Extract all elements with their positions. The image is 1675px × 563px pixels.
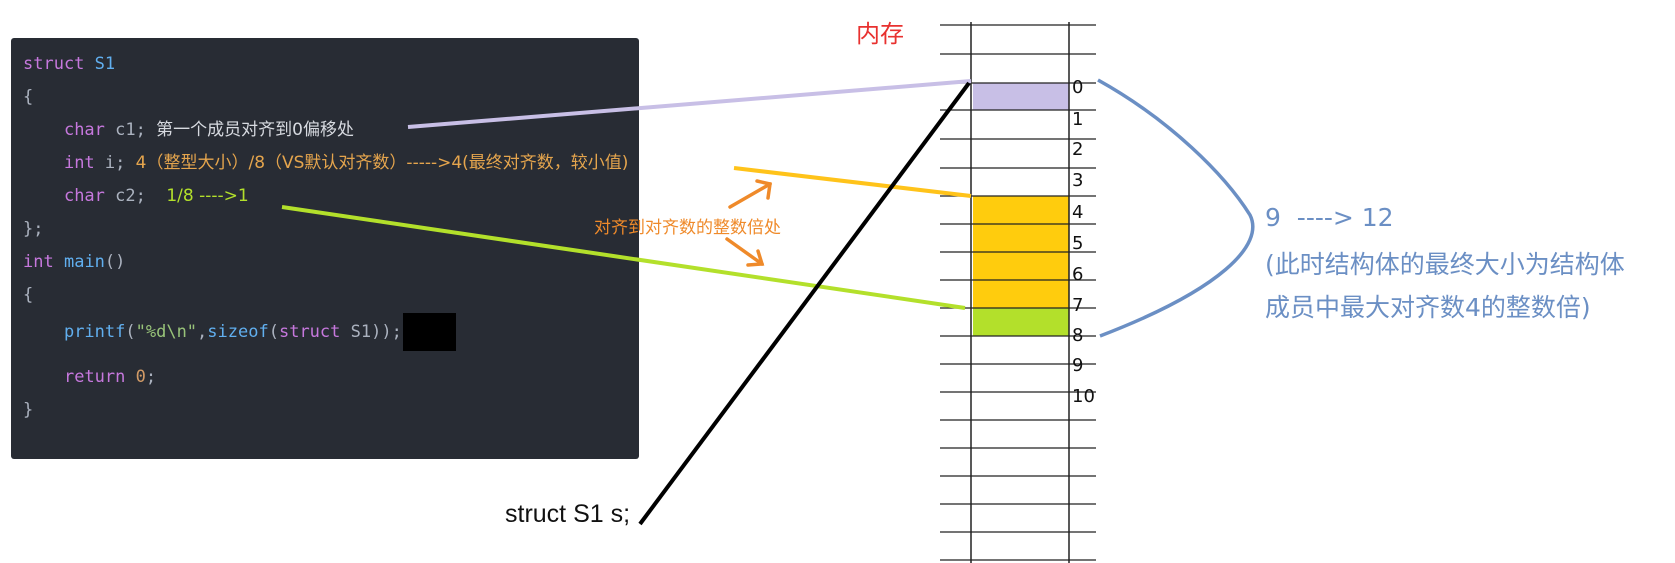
type-keyword: char [63, 186, 105, 206]
align-annotation: 对齐到对齐数的整数倍处 [594, 218, 781, 238]
c2-cell [973, 308, 1069, 336]
keyword: struct [23, 54, 85, 74]
address-label: 4 [1072, 202, 1084, 223]
code-line-i: int i; 4（整型大小）/8（VS默认对齐数）----->4(最终对齐数，较… [23, 148, 628, 178]
c1-note: 第一个成员对齐到0偏移处 [156, 120, 354, 140]
format-string: "%d\n" [135, 322, 198, 342]
member-decl: c1; [115, 120, 146, 140]
number: 0 [135, 367, 146, 387]
address-label: 6 [1072, 264, 1084, 285]
code-line-c1: char c1; 第一个成员对齐到0偏移处 [23, 115, 354, 145]
paren: ( [268, 322, 279, 342]
struct-pointer-line [638, 81, 971, 526]
member-decl: i; [104, 153, 126, 173]
c1-connector [407, 79, 972, 129]
code-line-open-brace-main: { [23, 285, 34, 305]
parens: () [104, 252, 126, 272]
summary-size: 9 ----> 12 [1265, 203, 1394, 232]
address-label: 0 [1072, 77, 1084, 98]
type-keyword: int [63, 153, 95, 173]
code-line-close-main: } [23, 400, 34, 420]
redaction-box [402, 313, 456, 351]
address-label: 2 [1072, 139, 1084, 160]
memory-title: 内存 [856, 20, 904, 48]
c2-note: 1/8 ---->1 [166, 186, 249, 206]
align-arrow-down [725, 237, 765, 267]
keyword: return [63, 367, 126, 387]
keyword: struct [278, 322, 341, 342]
member-decl: c2; [115, 186, 146, 206]
align-arrow-up [728, 179, 772, 209]
comma: , [197, 322, 208, 342]
summary-explanation-2: 成员中最大对齐数4的整数倍) [1265, 293, 1591, 322]
address-label: 9 [1072, 355, 1084, 376]
code-line-return: return 0; [23, 362, 156, 392]
code-line-printf: printf("%d\n",sizeof(struct S1)); [23, 313, 456, 351]
address-label: 1 [1072, 109, 1084, 130]
code-line-main: int main() [23, 247, 125, 277]
summary-explanation-1: (此时结构体的最终大小为结构体 [1265, 250, 1625, 279]
code-line-struct-decl: struct S1 [23, 49, 115, 79]
address-label: 10 [1072, 386, 1095, 407]
code-line-close-struct: }; [23, 219, 44, 239]
sizeof-keyword: sizeof [207, 322, 269, 342]
paren: ( [125, 322, 136, 342]
address-label: 5 [1072, 233, 1084, 254]
address-label: 3 [1072, 170, 1084, 191]
address-label: 7 [1072, 295, 1084, 316]
code-line-open-brace: { [23, 87, 34, 107]
code-panel: struct S1 { char c1; 第一个成员对齐到0偏移处 int i;… [11, 38, 639, 459]
size-brace [1097, 78, 1255, 338]
struct-variable-label: struct S1 s; [505, 500, 631, 528]
address-label: 8 [1072, 325, 1084, 346]
type-keyword: int [23, 252, 54, 272]
struct-name: S1 [94, 54, 116, 74]
i-connector [733, 166, 972, 198]
i-note: 4（整型大小）/8（VS默认对齐数）----->4(最终对齐数，较小值) [135, 153, 629, 173]
function-name: main [63, 252, 105, 272]
function-name: printf [63, 322, 126, 342]
semicolon: ; [145, 367, 157, 387]
code-line-c2: char c2; 1/8 ---->1 [23, 181, 249, 211]
c1-cell [973, 83, 1069, 110]
args-rest: S1)); [340, 322, 402, 342]
type-keyword: char [63, 120, 105, 140]
memory-row-lines [940, 24, 1096, 561]
c2-connector [281, 205, 966, 310]
